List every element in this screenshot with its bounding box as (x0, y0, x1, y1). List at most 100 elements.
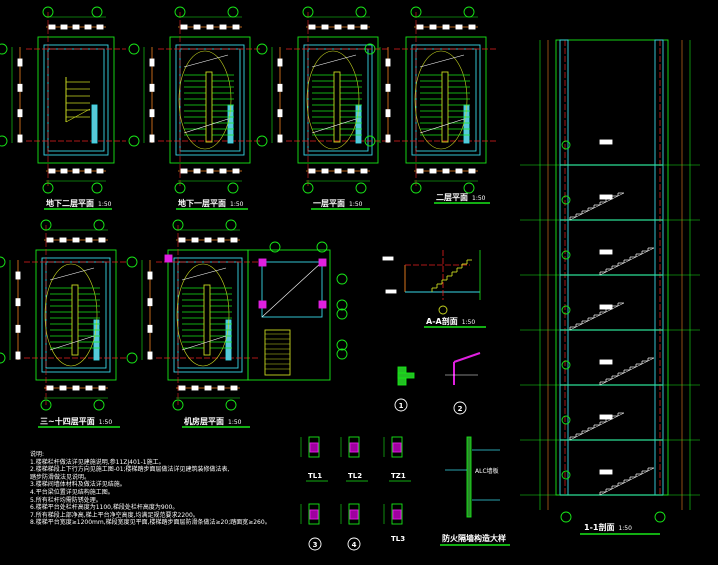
dim-text (204, 385, 212, 391)
beam-tl2-label: TL2 (348, 472, 362, 480)
section-wall (654, 39, 664, 496)
plan-wall-line (41, 257, 111, 373)
grid-axis-bubble (128, 43, 140, 55)
dim-text (429, 168, 437, 174)
break-line (183, 118, 229, 134)
level-text (599, 359, 613, 365)
column (164, 254, 173, 263)
dim-text (334, 24, 342, 30)
plan-outline (405, 36, 487, 164)
section-title-text: 1-1剖面 (584, 522, 614, 532)
level-text (599, 304, 613, 310)
dim-text (193, 24, 201, 30)
grid-axis-bubble (126, 352, 138, 364)
stair-handrail (203, 284, 211, 356)
grid-axis-bubble (40, 219, 52, 231)
level-bubble (561, 305, 571, 315)
detail-bubble (308, 537, 322, 551)
dim-text (72, 237, 80, 243)
dim-text (334, 168, 342, 174)
plan-outline (37, 36, 115, 164)
grid-axis-bubble (560, 511, 572, 523)
plan-outline (35, 249, 117, 381)
dim-text (360, 24, 368, 30)
dim-text (347, 168, 355, 174)
dim-text (15, 298, 21, 307)
stair-soffit (599, 467, 655, 496)
dim-text (17, 58, 23, 67)
dim-text (46, 385, 54, 391)
dim-text (59, 237, 67, 243)
stair-turn-arc (306, 50, 360, 150)
break-line (419, 118, 465, 134)
beam-section (348, 503, 360, 525)
dim-text (321, 168, 329, 174)
plan-title-text: 一层平面 (313, 199, 345, 208)
note-item: 踏步防滑做法见说明。 (30, 473, 91, 481)
grid-axis-bubble (336, 308, 348, 320)
column (318, 258, 327, 267)
grid-axis-bubble (316, 241, 328, 253)
dim-text (98, 237, 106, 243)
stair-turn-arc (178, 50, 232, 150)
dim-text (72, 168, 80, 174)
grid-axis-bubble (227, 6, 239, 18)
dim-text (308, 168, 316, 174)
detail-bubble (453, 401, 467, 415)
detail-bubble (394, 398, 408, 412)
dim-text (178, 237, 186, 243)
note-item: 5.所有栏杆均需防锈处理。 (30, 496, 102, 504)
grid-axis-bubble (410, 182, 422, 194)
dim-text (147, 298, 153, 307)
stair-soffit (599, 357, 655, 386)
grid-axis-bubble (364, 43, 376, 55)
dim-text (217, 237, 225, 243)
dim-text (277, 134, 283, 143)
grid-axis-bubble (336, 273, 348, 285)
level-bubble (561, 140, 571, 150)
plan-scale-text: 1:50 (99, 419, 113, 426)
plan-title-machine: 机房层平面 1:50 (184, 416, 242, 426)
dim-text (416, 168, 424, 174)
stair-handrail (441, 71, 449, 143)
detail-2-label: 2 (458, 405, 463, 413)
plan-outline (297, 36, 379, 164)
stair-handrail (205, 71, 213, 143)
grid-axis-bubble (463, 6, 475, 18)
plan-title-text: 地下二层平面 (46, 198, 94, 208)
grid-axis-bubble (336, 339, 348, 351)
break-line (181, 267, 227, 281)
column (258, 258, 267, 267)
dim-text (321, 24, 329, 30)
plan-title-text: 三~十四层平面 (40, 416, 95, 426)
detail-1-label: 1 (399, 402, 404, 410)
dim-text (442, 168, 450, 174)
grid-axis-bubble (174, 6, 186, 18)
grid-axis-bubble (225, 219, 237, 231)
grid-axis-bubble (654, 511, 666, 523)
level-bubble (561, 250, 571, 260)
firewall-material-label: ALC墙板 (475, 467, 499, 475)
alc-wall (466, 436, 472, 518)
dim-text (385, 58, 391, 67)
dim-text (230, 237, 238, 243)
grid-axis-bubble (0, 352, 6, 364)
level-bubble (561, 195, 571, 205)
grid-axis-bubble (91, 6, 103, 18)
dim-text (219, 168, 227, 174)
plan-scale-text: 1:50 (228, 419, 242, 426)
break-line (49, 335, 95, 351)
plan-title-text: 机房层平面 (184, 416, 224, 426)
dim-text (147, 271, 153, 280)
detail-section (453, 352, 481, 363)
stair-soffit (599, 247, 655, 276)
beam-rebar (392, 442, 402, 453)
grid-axis-bubble (93, 219, 105, 231)
plan-wall-line (175, 44, 245, 156)
